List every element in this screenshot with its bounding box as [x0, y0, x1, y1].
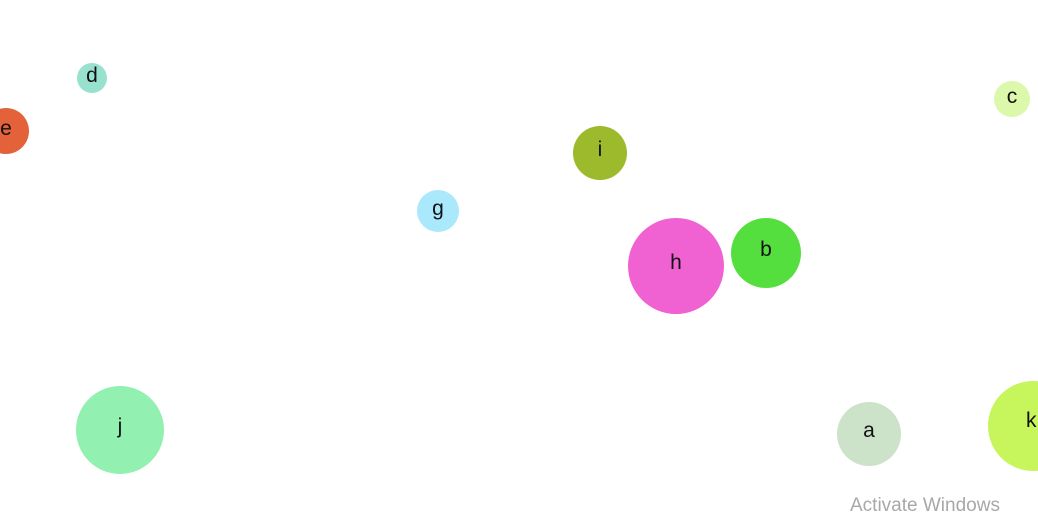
bubble-a[interactable]: a [837, 402, 901, 466]
bubble-d[interactable]: d [77, 63, 107, 93]
activate-windows-watermark: Activate Windows [850, 495, 1000, 516]
bubble-c[interactable]: c [994, 81, 1030, 117]
bubble-label-a: a [863, 419, 875, 442]
bubble-b[interactable]: b [731, 218, 801, 288]
bubble-label-k: k [1026, 409, 1037, 432]
bubble-label-i: i [597, 138, 603, 161]
bubble-label-h: h [670, 251, 682, 274]
bubble-i[interactable]: i [573, 126, 627, 180]
bubble-label-j: j [117, 415, 123, 438]
bubble-e[interactable]: e [0, 108, 29, 154]
bubble-k[interactable]: k [988, 381, 1038, 471]
bubble-label-g: g [432, 197, 444, 220]
bubble-g[interactable]: g [417, 190, 459, 232]
bubble-j[interactable]: j [76, 386, 164, 474]
bubble-label-c: c [1006, 85, 1018, 108]
bubble-label-d: d [86, 64, 98, 87]
bubble-label-b: b [760, 238, 772, 261]
bubble-h[interactable]: h [628, 218, 724, 314]
bubble-label-e: e [0, 117, 12, 140]
